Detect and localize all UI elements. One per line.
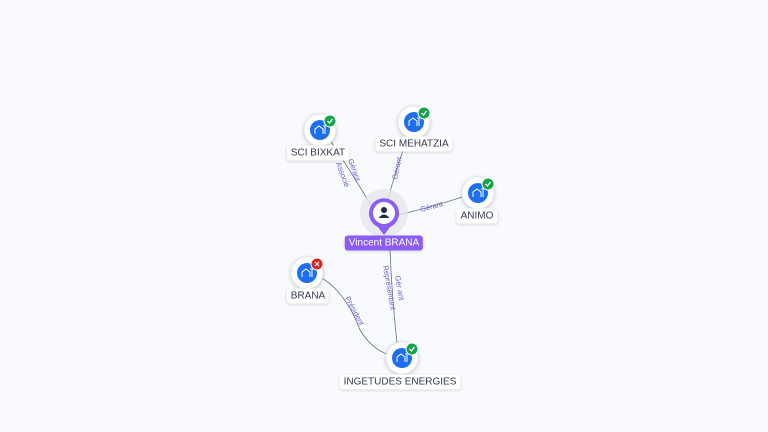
check-status-icon: [417, 106, 431, 120]
edge-label: Gérant: [390, 155, 404, 180]
check-icon: [485, 181, 491, 187]
edge-brana: [317, 275, 393, 357]
building-icon: [472, 188, 484, 197]
edge-label: Président: [343, 295, 366, 328]
cross-icon: [314, 261, 320, 267]
building-icon: [396, 353, 408, 362]
company-node[interactable]: [303, 113, 337, 147]
building-icon: [301, 268, 313, 277]
building-icon: [408, 117, 420, 126]
building-icon: [314, 125, 326, 134]
company-label[interactable]: SCI BIXKAT: [286, 145, 350, 161]
check-status-icon: [323, 114, 337, 128]
person-label[interactable]: Vincent BRANA: [344, 235, 424, 251]
person-icon: [378, 207, 390, 218]
check-icon: [327, 118, 333, 124]
check-status-icon: [481, 177, 495, 191]
company-node[interactable]: [397, 105, 431, 139]
company-node[interactable]: [385, 341, 419, 375]
check-status-icon: [405, 342, 419, 356]
company-label[interactable]: INGETUDES ENERGIES: [339, 374, 461, 390]
check-icon: [409, 346, 415, 352]
company-node[interactable]: [290, 256, 324, 290]
edge-ingetudes: [389, 249, 399, 353]
edge-label: Gérant: [419, 199, 444, 214]
company-label[interactable]: ANIMO: [456, 208, 498, 224]
edge-label: Gér ant: [393, 275, 406, 302]
company-label[interactable]: SCI MEHATZIA: [375, 136, 453, 152]
company-label[interactable]: BRANA: [286, 288, 330, 304]
company-node[interactable]: [461, 176, 495, 210]
check-icon: [421, 110, 427, 116]
